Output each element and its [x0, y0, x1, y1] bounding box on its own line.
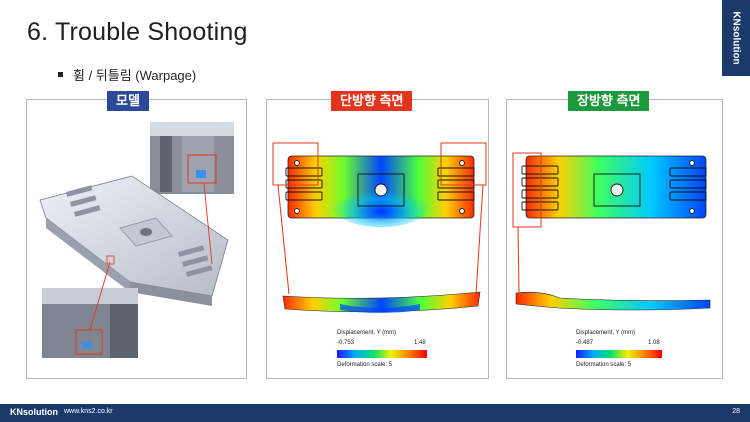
- footer-bar: KNsolution www.kns2.co.kr 28: [0, 404, 750, 422]
- colorbar-long: [576, 350, 662, 358]
- long-side-label: 장방향 측면: [568, 91, 650, 111]
- short-side-panel: [266, 99, 489, 379]
- footer-url: www.kns2.co.kr: [64, 408, 113, 415]
- footer-logo: KNsolution: [10, 407, 58, 417]
- legend-scale-short: Deformation scale: 5: [337, 362, 393, 368]
- legend-max-short: 1.48: [414, 340, 426, 346]
- bullet-square-icon: [58, 72, 63, 77]
- legend-title-short: Displacement, Y (mm): [337, 330, 397, 336]
- colorbar-short: [337, 350, 427, 358]
- slide-title: 6. Trouble Shooting: [27, 18, 248, 46]
- model-panel: [26, 99, 247, 379]
- brand-logo-text: KNsolution: [730, 11, 742, 65]
- legend-min-long: -0.487: [576, 340, 594, 346]
- legend-min-short: -0.753: [337, 340, 355, 346]
- short-side-label: 단방향 측면: [331, 91, 413, 111]
- bullet-text: 휨 / 뒤틀림 (Warpage): [73, 68, 197, 83]
- legend-scale-long: Deformation scale: 5: [576, 362, 632, 368]
- long-side-panel: [506, 99, 723, 379]
- model-label: 모델: [107, 91, 149, 111]
- brand-tab: KNsolution: [722, 0, 750, 76]
- legend-max-long: 1.08: [648, 340, 660, 346]
- legend-title-long: Displacement, Y (mm): [576, 330, 636, 336]
- bullet-item: 휨 / 뒤틀림 (Warpage): [58, 65, 196, 84]
- page-number: 28: [732, 408, 740, 415]
